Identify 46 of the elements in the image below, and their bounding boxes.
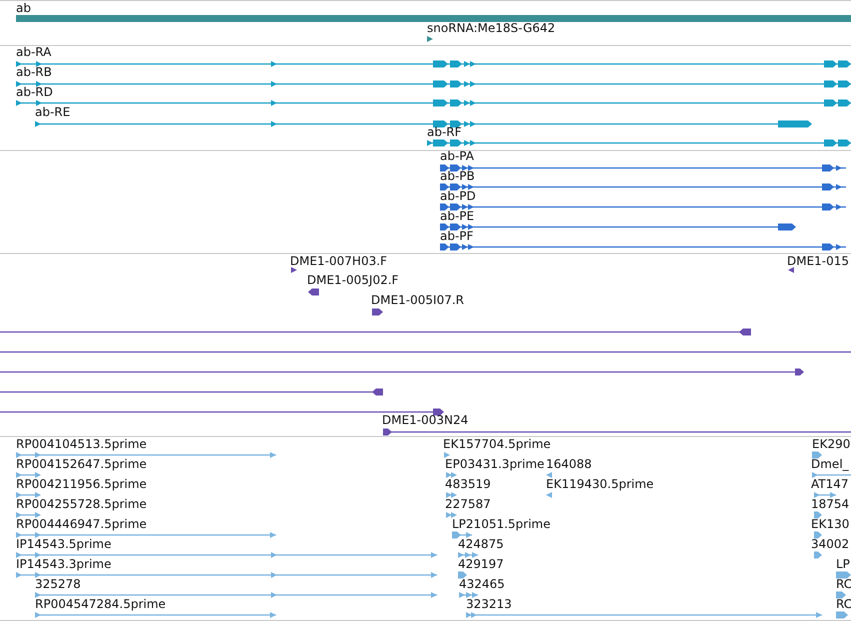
feature-label: DME1-005I07.R (371, 293, 464, 307)
feature-label: DME1-007H03.F (290, 254, 388, 268)
feature-label: 227587 (445, 497, 491, 511)
feature-label: 164088 (546, 457, 592, 471)
feature-label: RC (836, 597, 851, 611)
feature-label: ab-RF (427, 125, 462, 139)
feature-label: EK157704.5prime (443, 437, 551, 451)
feature-label: RP004211956.5prime (16, 477, 147, 491)
feature-label: DME1-005J02.F (307, 273, 399, 287)
feature-label: ab-PE (440, 209, 474, 223)
feature-label: ab (16, 1, 31, 15)
feature-label: EK290 (812, 437, 850, 451)
feature-label: IP14543.3prime (16, 557, 112, 571)
feature-label: Dmel_ (811, 457, 849, 471)
feature-label: EP03431.3prime (445, 457, 544, 471)
feature-label: 432465 (459, 577, 505, 591)
feature-label: DME1-015 (787, 254, 850, 268)
feature-label: 483519 (445, 477, 491, 491)
feature-label: snoRNA:Me18S-G642 (427, 21, 556, 35)
feature-label: 325278 (35, 577, 81, 591)
feature-label: IP14543.5prime (16, 537, 112, 551)
feature-label: ab-PF (440, 229, 474, 243)
feature-label: ab-PD (440, 189, 476, 203)
feature-label: EK130 (811, 517, 850, 531)
feature-label: RP004547284.5prime (35, 597, 166, 611)
feature-label: ab-RE (35, 105, 70, 119)
feature-label: ab-RD (16, 85, 53, 99)
feature-label: 34002 (811, 537, 850, 551)
feature-label: AT147 (811, 477, 849, 491)
feature-label: RP004104513.5prime (16, 437, 147, 451)
feature-label: DME1-003N24 (382, 413, 468, 427)
feature-label: LP21051.5prime (452, 517, 551, 531)
feature-label: RP004255728.5prime (16, 497, 147, 511)
feature-label: 18754 (811, 497, 850, 511)
feature-label: 424875 (458, 537, 504, 551)
feature-label: RC (836, 577, 851, 591)
feature-label: RP004446947.5prime (16, 517, 147, 531)
feature-label: RP004152647.5prime (16, 457, 147, 471)
feature-label: ab-PB (440, 169, 475, 183)
feature-label: EK119430.5prime (546, 477, 654, 491)
feature-label: ab-RB (16, 65, 52, 79)
feature-label: 323213 (466, 597, 512, 611)
feature-label: ab-PA (440, 149, 474, 163)
feature-label: 429197 (458, 557, 504, 571)
feature-label: LP (836, 557, 850, 571)
feature-label: ab-RA (16, 45, 52, 59)
